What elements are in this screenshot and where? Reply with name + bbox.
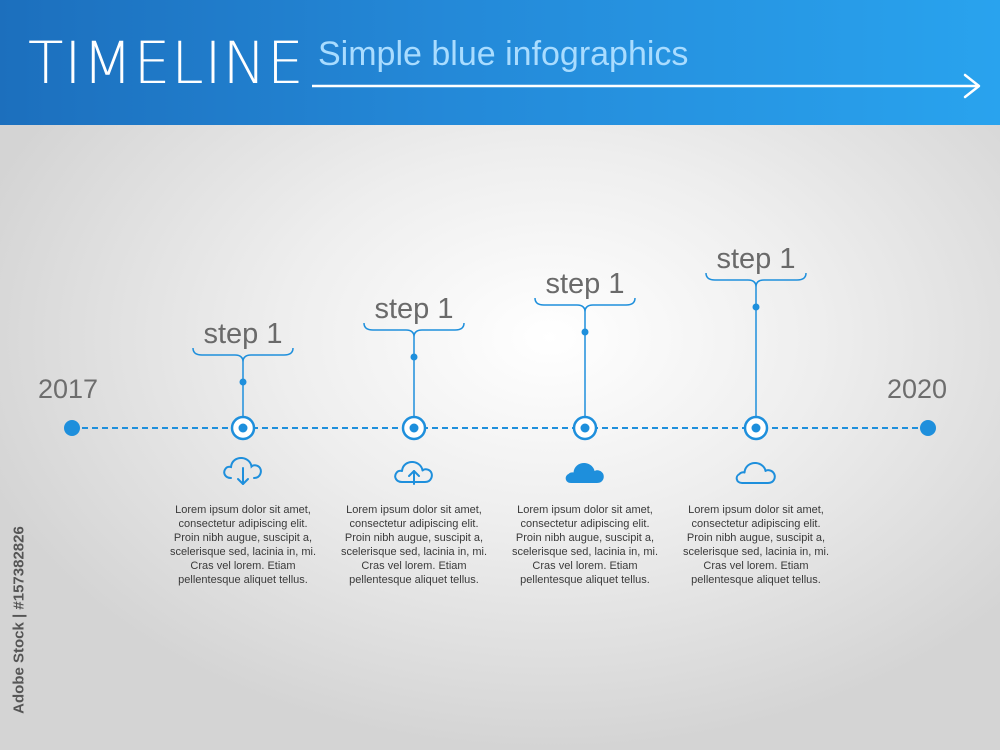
watermark: Adobe Stock | #157382826 (4, 505, 34, 735)
header-banner: TIMELINE Simple blue infographics (0, 0, 1000, 125)
step-3-connector-dot (581, 328, 589, 336)
watermark-text: Adobe Stock | #157382826 (10, 526, 28, 714)
step-3-description: Lorem ipsum dolor sit amet, consectetur … (511, 504, 659, 586)
timeline-graphic (64, 272, 936, 441)
step-1-description: Lorem ipsum dolor sit amet, consectetur … (169, 504, 317, 586)
step-2-node-center (409, 423, 419, 433)
step-1-label: step 1 (203, 318, 283, 350)
start-year-label: 2017 (38, 374, 99, 404)
step-4-label: step 1 (716, 243, 796, 275)
timeline-end-dot (920, 420, 936, 436)
step-3-node-center (580, 423, 590, 433)
page-subtitle: Simple blue infographics (318, 35, 689, 73)
timeline-start-dot (64, 420, 80, 436)
step-1-node-center (238, 423, 248, 433)
arrow-right-icon (312, 73, 981, 99)
step-4-connector-dot (752, 303, 760, 311)
cloud-download-icon (223, 456, 262, 485)
cloud-outline-icon (735, 461, 776, 484)
step-2-connector-dot (410, 353, 418, 361)
step-2-description: Lorem ipsum dolor sit amet, consectetur … (340, 504, 488, 586)
step-3-label: step 1 (545, 268, 625, 300)
timeline-stage: 2017 2020 step 1 step 1 step 1 step 1 Lo… (0, 125, 1000, 750)
step-1-connector-dot (239, 378, 247, 386)
step-4-description: Lorem ipsum dolor sit amet, consectetur … (682, 504, 830, 586)
step-4-node-center (751, 423, 761, 433)
page-title: TIMELINE (28, 29, 305, 97)
cloud-upload-icon (394, 460, 433, 485)
cloud-filled-icon (565, 462, 604, 483)
end-year-label: 2020 (887, 374, 948, 404)
step-2-label: step 1 (374, 293, 454, 325)
